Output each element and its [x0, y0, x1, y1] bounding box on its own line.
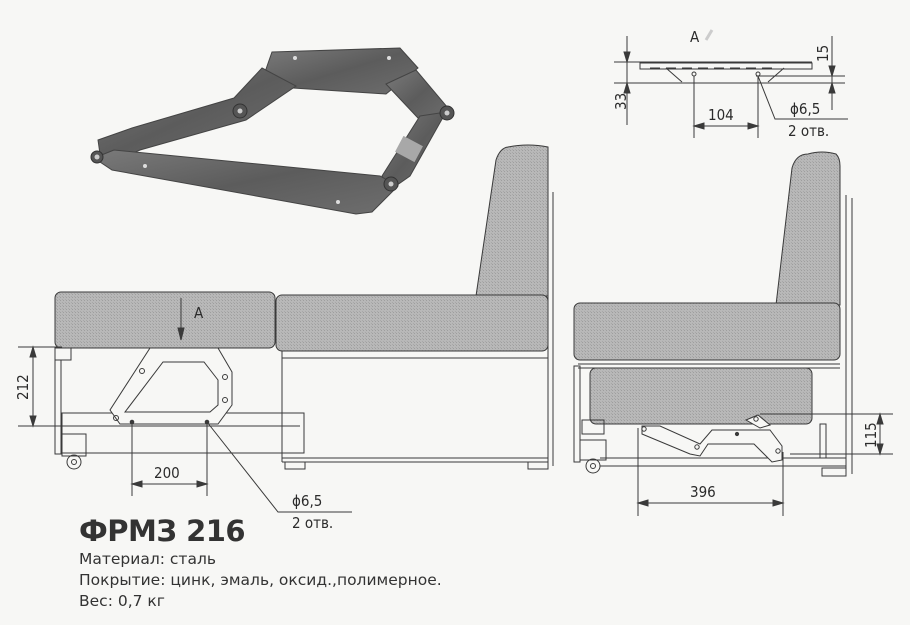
folded-view-a-label: A: [194, 304, 204, 322]
view-a-hole-count: 2 отв.: [788, 122, 829, 140]
view-a-arrow-icon: [704, 29, 714, 41]
product-model-title: ФРМЗ 216: [79, 514, 246, 548]
dim-104: 104: [708, 106, 734, 124]
folded-hole-count: 2 отв.: [292, 514, 333, 532]
coating-spec: Покрытие: цинк, эмаль, оксид.,полимерное…: [79, 571, 442, 589]
mechanism-photo: [90, 47, 455, 215]
material-spec: Материал: сталь: [79, 550, 216, 568]
folded-hole-diameter: ϕ6,5: [292, 492, 322, 510]
dim-212: 212: [14, 374, 32, 400]
extended-sofa-view: [573, 151, 893, 516]
dim-200: 200: [154, 464, 180, 482]
dim-33: 33: [612, 93, 630, 110]
dim-15: 15: [814, 45, 832, 62]
view-a-detail: [614, 36, 848, 138]
folded-sofa-view: [18, 144, 554, 513]
weight-spec: Вес: 0,7 кг: [79, 592, 165, 610]
view-a-hole-diameter: ϕ6,5: [790, 100, 820, 118]
view-a-label: A: [690, 28, 700, 46]
dim-396: 396: [690, 483, 716, 501]
dim-115: 115: [862, 422, 880, 448]
